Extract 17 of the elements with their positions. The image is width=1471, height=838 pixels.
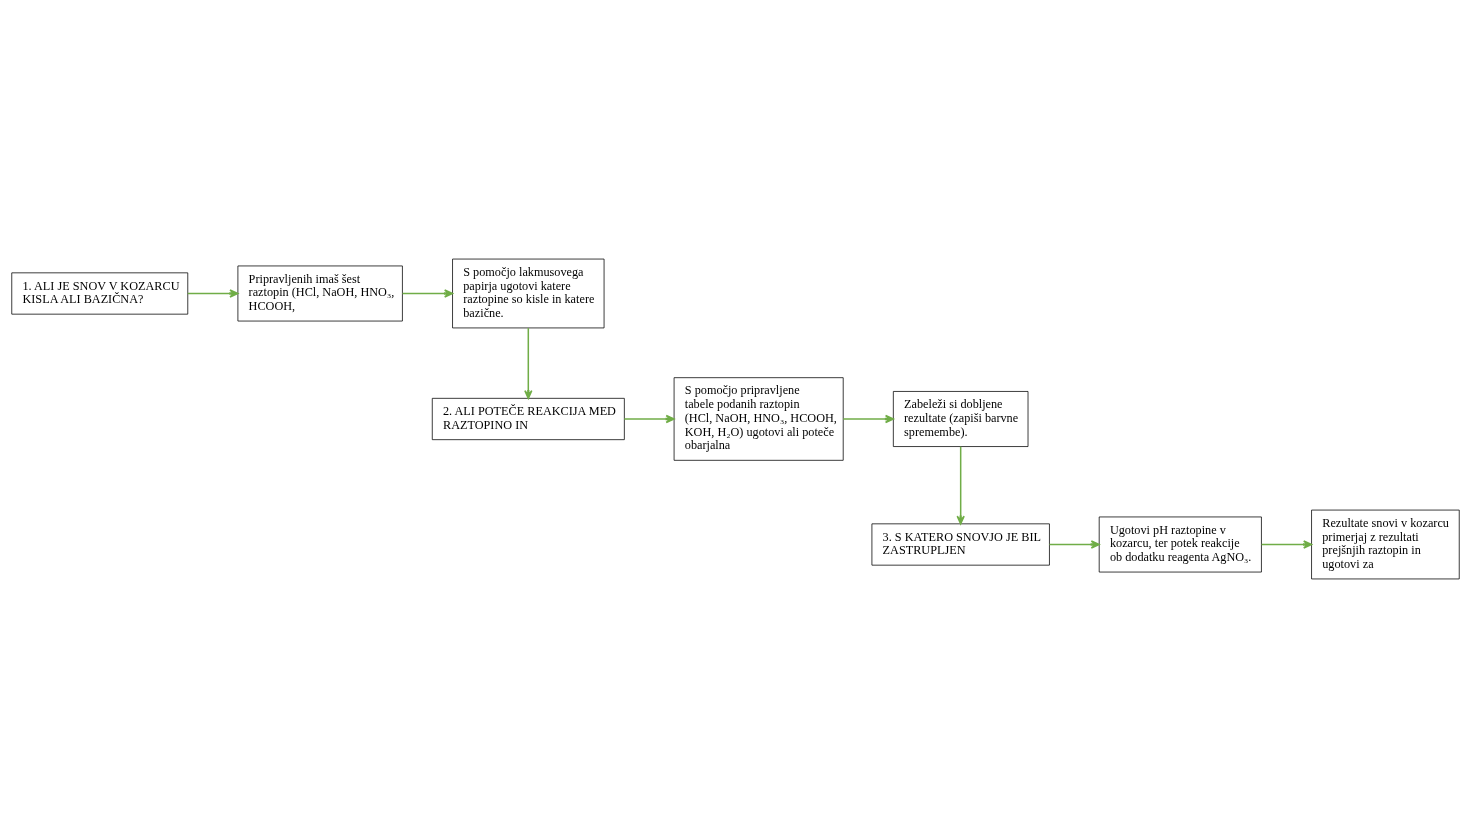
- arrow: [524, 327, 533, 400]
- node-box: S pomočjo lakmusovega papirja ugotovi katere raztopine so kisle in katere bazične.: [452, 258, 605, 329]
- arrow: [623, 414, 675, 424]
- arrow: [187, 289, 239, 298]
- node-box: 2. ALI POTEČE REAKCIJA MED RAZTOPINO IN: [431, 397, 625, 441]
- arrow: [401, 289, 454, 298]
- node-box: Rezultate snovi v kozarcu primerjaj z rezultati prejšnjih raztopin in ugotovi za: [1311, 509, 1460, 580]
- node-box: 1. ALI JE SNOV V KOZARCU KISLA ALI BAZIČNA?: [11, 272, 189, 315]
- node-box: Zabeleži si dobljene rezultate (zapiši barvne spremembe).: [892, 391, 1029, 447]
- arrow: [1260, 540, 1313, 549]
- node-box: S pomočjo pripravljene tabele podanih raztopin (HCl, NaOH, HNO₃, HCOOH, KOH, H₂O) ugotovi ali poteče obarjalna: [673, 377, 844, 461]
- node-box: 3. S KATERO SNOVJO JE BIL ZASTRUPLJEN: [871, 523, 1050, 566]
- node-box: Pripravljenih imaš šest raztopin (HCl, NaOH, HNO₃, HCOOH,: [237, 265, 403, 322]
- arrow: [956, 445, 965, 525]
- arrow: [842, 414, 895, 424]
- node-box: Ugotovi pH raztopine v kozarcu, ter potek reakcije ob dodatku reagenta AgNO₃.: [1098, 516, 1262, 573]
- arrow: [1048, 540, 1100, 549]
